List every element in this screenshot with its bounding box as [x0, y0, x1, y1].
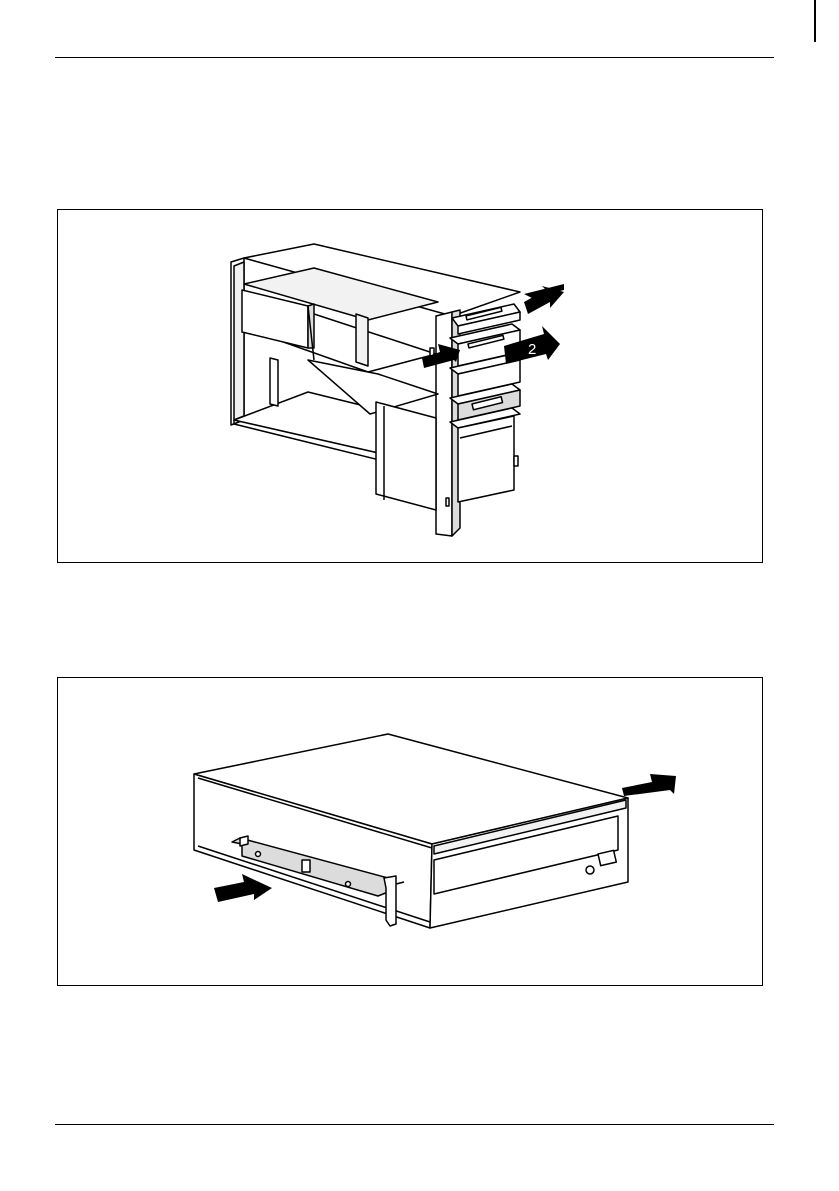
figure-chassis-drive-bays: 2 — [57, 209, 763, 563]
figure-drive-rail — [57, 677, 763, 986]
callout-2: 2 — [528, 341, 536, 358]
arrow-push-icon — [524, 284, 564, 314]
chassis-illustration: 2 — [58, 210, 762, 562]
optical-drive — [194, 734, 628, 928]
footer-rule — [55, 1124, 774, 1125]
arrow-pull-icon — [214, 874, 272, 902]
page-edge-mark — [814, 0, 816, 42]
arrow-push-icon — [622, 774, 676, 796]
drive-illustration — [58, 678, 762, 985]
chassis-frame — [231, 244, 520, 536]
header-rule — [55, 57, 774, 58]
